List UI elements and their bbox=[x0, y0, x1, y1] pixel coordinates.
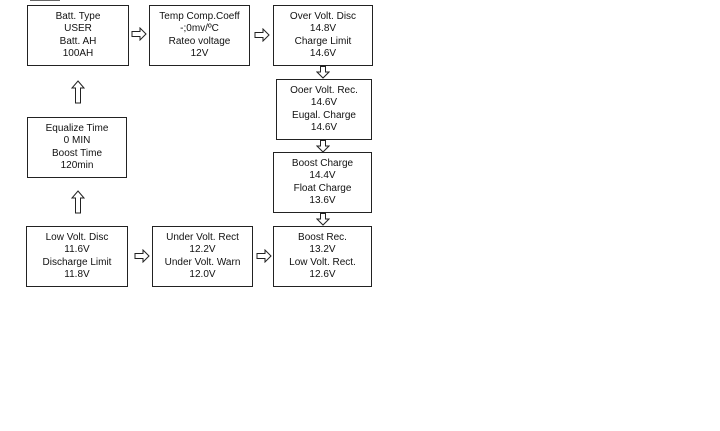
equalize-time-label: Equalize Time bbox=[45, 122, 109, 134]
temp-comp-box: Temp Comp.Coeff -;0mv/ºC Rateo voltage 1… bbox=[149, 5, 250, 66]
discharge-limit-value: 11.8V bbox=[64, 269, 90, 280]
right-arrow-icon bbox=[256, 249, 272, 263]
low-volt-rect-value: 12.6V bbox=[309, 269, 336, 280]
over-volt-rec-box: Ooer Volt. Rec. 14.6V Eugal. Charge 14.6… bbox=[276, 79, 372, 140]
float-charge-value: 13.6V bbox=[309, 195, 336, 206]
over-volt-disc-label: Over Volt. Disc bbox=[289, 10, 357, 22]
over-volt-disc-box: Over Volt. Disc 14.8V Charge Limit 14.6V bbox=[273, 5, 373, 66]
boost-time-label: Boost Time bbox=[51, 147, 103, 159]
under-volt-warn-value: 12.0V bbox=[189, 269, 216, 280]
equalize-time-box: Equalize Time 0 MIN Boost Time 120min bbox=[27, 117, 127, 178]
charge-limit-label: Charge Limit bbox=[294, 35, 352, 47]
low-volt-disc-value: 11.6V bbox=[64, 244, 90, 255]
up-arrow-icon bbox=[71, 190, 85, 214]
discharge-limit-label: Discharge Limit bbox=[42, 256, 112, 268]
batt-type-value: USER bbox=[64, 23, 92, 34]
charge-limit-value: 14.6V bbox=[309, 48, 337, 59]
rated-voltage-value: 12V bbox=[190, 48, 209, 59]
batt-type-box: Batt. Type USER Batt. AH 100AH bbox=[27, 5, 129, 66]
boost-charge-label: Boost Charge bbox=[291, 157, 354, 169]
low-volt-disc-label: Low Volt. Disc bbox=[45, 231, 109, 243]
boost-time-value: 120min bbox=[60, 160, 94, 171]
under-volt-rect-value: 12.2V bbox=[189, 244, 216, 255]
right-arrow-icon bbox=[134, 249, 150, 263]
down-arrow-icon bbox=[316, 140, 330, 153]
batt-ah-value: 100AH bbox=[62, 48, 94, 59]
under-volt-box: Under Volt. Rect 12.2V Under Volt. Warn … bbox=[152, 226, 253, 287]
low-volt-disc-box: Low Volt. Disc 11.6V Discharge Limit 11.… bbox=[26, 226, 128, 287]
rated-voltage-label: Rateo voltage bbox=[168, 35, 231, 47]
right-arrow-icon bbox=[254, 28, 270, 42]
boost-charge-value: 14.4V bbox=[309, 170, 336, 181]
low-volt-rect-label: Low Volt. Rect. bbox=[289, 256, 356, 268]
down-arrow-icon bbox=[316, 213, 330, 226]
cropped-top-line bbox=[30, 0, 60, 2]
over-volt-rec-value: 14.6V bbox=[310, 97, 338, 108]
over-volt-disc-value: 14.8V bbox=[309, 23, 337, 34]
down-arrow-icon bbox=[316, 66, 330, 79]
boost-rec-label: Boost Rec. bbox=[298, 231, 347, 243]
under-volt-rect-label: Under Volt. Rect bbox=[166, 231, 239, 243]
right-arrow-icon bbox=[131, 27, 147, 41]
float-charge-label: Float Charge bbox=[293, 182, 352, 194]
equalize-time-value: 0 MIN bbox=[63, 135, 91, 146]
temp-comp-value: -;0mv/ºC bbox=[180, 23, 219, 34]
boost-rec-value: 13.2V bbox=[309, 244, 336, 255]
batt-ah-label: Batt. AH bbox=[59, 35, 97, 47]
equal-charge-label: Eugal. Charge bbox=[292, 109, 356, 121]
over-volt-rec-label: Ooer Volt. Rec. bbox=[290, 84, 358, 96]
temp-comp-label: Temp Comp.Coeff bbox=[159, 10, 240, 22]
up-arrow-icon bbox=[71, 80, 85, 104]
boost-rec-box: Boost Rec. 13.2V Low Volt. Rect. 12.6V bbox=[273, 226, 372, 287]
equal-charge-value: 14.6V bbox=[310, 122, 338, 133]
boost-charge-box: Boost Charge 14.4V Float Charge 13.6V bbox=[273, 152, 372, 213]
batt-type-label: Batt. Type bbox=[55, 10, 101, 22]
under-volt-warn-label: Under Volt. Warn bbox=[164, 256, 241, 268]
